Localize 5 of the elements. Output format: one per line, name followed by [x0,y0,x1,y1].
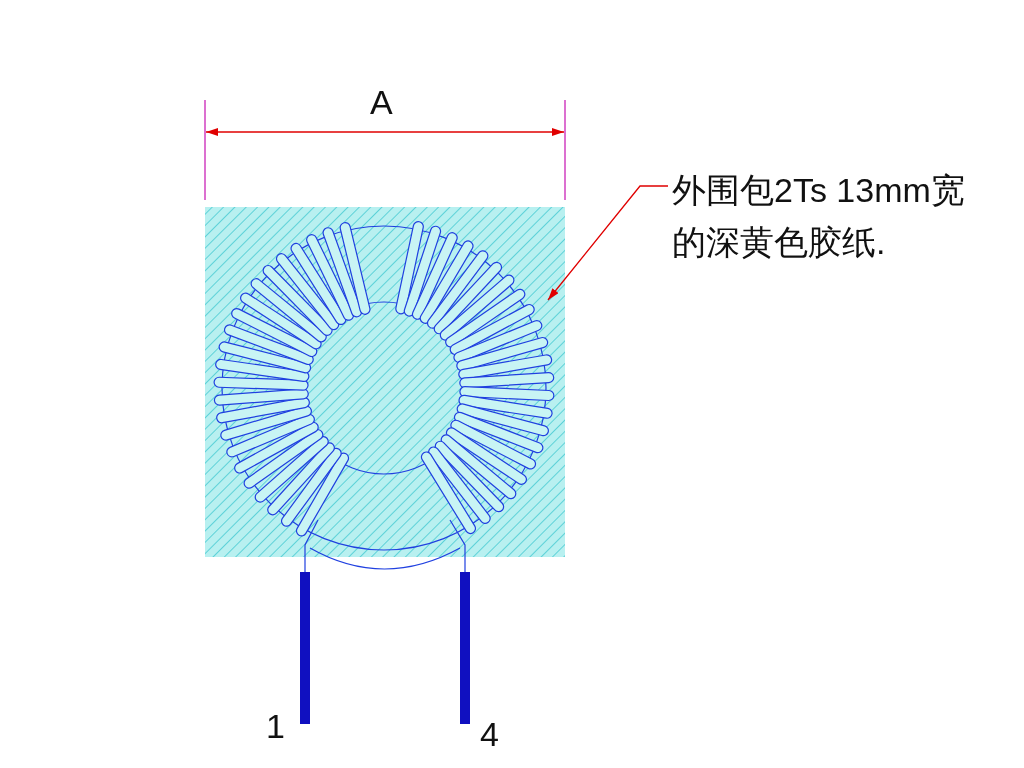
pin-number: 1 [266,706,285,746]
dimension-label: A [370,82,393,122]
leader-line [547,185,669,301]
pin-number: 4 [480,714,499,754]
note-text: 外围包2Ts 13mm宽的深黄色胶纸. [672,164,990,268]
